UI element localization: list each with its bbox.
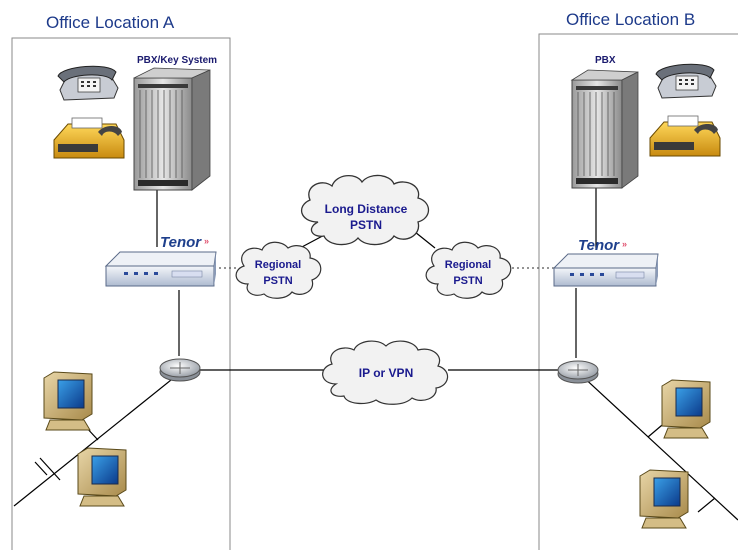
- office-b-title: Office Location B: [566, 10, 695, 29]
- lan-a-drop-2: [39, 457, 61, 481]
- lan-a-tick: [34, 461, 48, 476]
- regional-a-cloud-shape: [235, 241, 322, 299]
- regional-b-line1: Regional: [445, 259, 491, 271]
- telephone-icon: [57, 65, 119, 101]
- tenor-device-icon: [104, 251, 217, 287]
- regional-a-line2: PSTN: [263, 275, 292, 287]
- computer-icon: [77, 447, 127, 507]
- router-icon: [159, 358, 201, 382]
- tenor-a-label: Tenor: [160, 234, 202, 251]
- pbx-key-system-a: PBX/Key System: [133, 55, 217, 191]
- telephone-icon: [655, 63, 717, 99]
- tenor-gateway-a: Tenor »: [104, 234, 217, 287]
- fax-machine-icon: [53, 117, 125, 159]
- pbx-cabinet-icon: [570, 69, 639, 189]
- office-location-b: Office Location B: [538, 10, 738, 550]
- regional-pstn-cloud-b: Regional PSTN: [425, 241, 512, 299]
- tenor-b-mark: »: [622, 239, 627, 249]
- office-a-title: Office Location A: [46, 13, 175, 32]
- tenor-device-icon: [552, 253, 659, 287]
- pbx-cabinet-icon: [133, 67, 211, 191]
- pbx-a-label: PBX/Key System: [137, 55, 217, 66]
- computer-icon: [43, 371, 93, 431]
- lan-a-segment: [13, 375, 177, 507]
- office-location-a: Office Location A: [11, 13, 231, 550]
- computer-icon: [661, 379, 711, 439]
- router-icon: [557, 360, 599, 384]
- lan-b-segment: [579, 373, 738, 521]
- pbx-b-label: PBX: [595, 55, 616, 66]
- office-b-border: [538, 33, 738, 550]
- long-distance-line1: Long Distance: [325, 202, 408, 216]
- regional-pstn-cloud-a: Regional PSTN: [235, 241, 322, 299]
- long-distance-line2: PSTN: [350, 218, 382, 232]
- office-a-border: [11, 37, 231, 550]
- regional-b-line2: PSTN: [453, 275, 482, 287]
- pbx-b: PBX: [570, 55, 639, 189]
- tenor-gateway-b: Tenor »: [552, 237, 659, 287]
- long-distance-pstn-cloud: Long Distance PSTN: [300, 174, 430, 246]
- computer-icon: [639, 469, 689, 529]
- tenor-b-label: Tenor: [578, 237, 620, 254]
- connection-lines: [13, 188, 738, 521]
- link-regional-b-long-distance: [414, 231, 436, 249]
- regional-a-line1: Regional: [255, 259, 301, 271]
- tenor-a-mark: »: [204, 236, 209, 246]
- ip-or-vpn-cloud: IP or VPN: [322, 340, 449, 405]
- fax-machine-icon: [649, 115, 721, 157]
- long-distance-cloud-shape: [300, 174, 430, 246]
- lan-b-drop-2: [697, 497, 716, 513]
- ip-vpn-cloud-shape: [322, 340, 449, 405]
- regional-b-cloud-shape: [425, 241, 512, 299]
- ip-vpn-label: IP or VPN: [359, 366, 413, 380]
